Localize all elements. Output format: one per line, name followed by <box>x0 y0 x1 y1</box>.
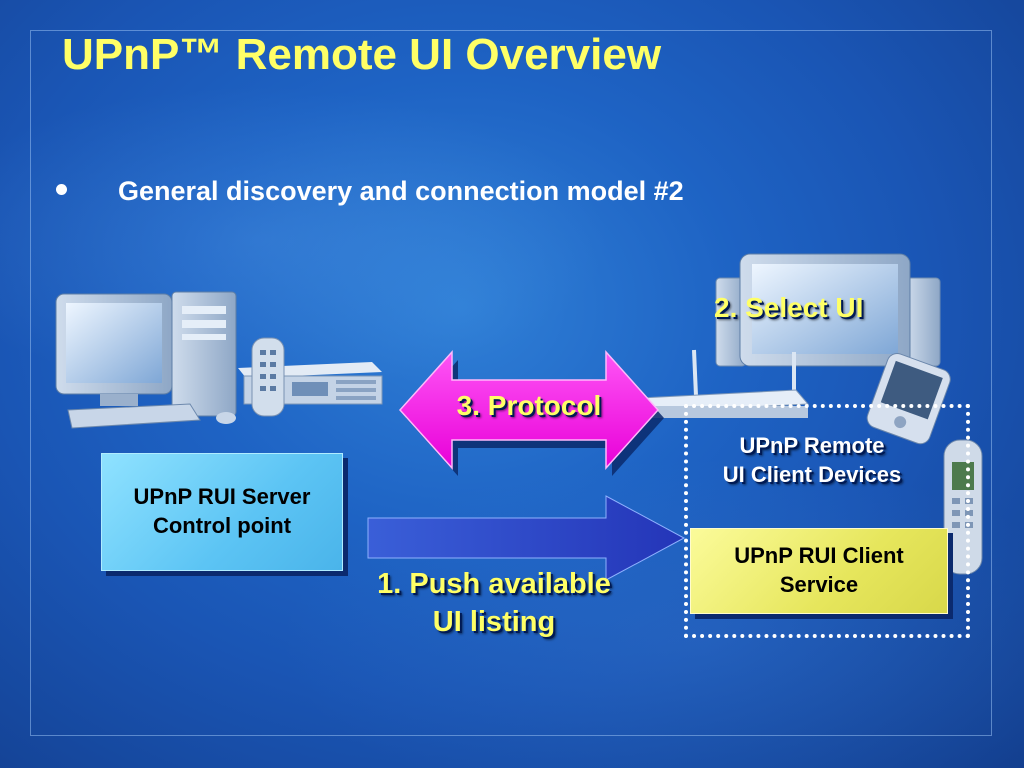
desktop-pc-icon <box>55 291 237 429</box>
push-arrow <box>367 495 686 581</box>
remote-control-icon <box>251 337 285 417</box>
bullet-icon <box>56 184 67 195</box>
step-protocol-label: 3. Protocol <box>456 390 602 421</box>
rui-server-box: UPnP RUI Server Control point <box>101 453 343 571</box>
client-service-line1: UPnP RUI Client <box>734 543 904 569</box>
rui-client-service-box: UPnP RUI Client Service <box>690 528 948 614</box>
step-push-label: 1. Push available UI listing <box>352 566 636 641</box>
bullet-text: General discovery and connection model #… <box>118 176 684 206</box>
client-devices-line1: UPnP Remote <box>739 433 885 458</box>
slide-title: UPnP™ Remote UI Overview <box>62 30 662 79</box>
server-box-line1: UPnP RUI Server <box>133 484 311 510</box>
client-service-line2: Service <box>779 572 859 597</box>
step-push-line1: 1. Push available <box>377 568 611 600</box>
cell-phone-icon <box>943 439 983 575</box>
server-box-line2: Control point <box>152 513 292 538</box>
client-devices-line2: UI Client Devices <box>722 461 902 487</box>
desktop-pc-icon <box>715 253 941 367</box>
router-icon <box>639 349 810 418</box>
client-devices-label: UPnP Remote UI Client Devices <box>704 432 920 489</box>
step-select-label: 2. Select UI <box>714 292 864 323</box>
client-devices-group <box>684 404 970 638</box>
step-push-line2: UI listing <box>432 605 556 638</box>
protocol-arrow <box>398 350 660 470</box>
